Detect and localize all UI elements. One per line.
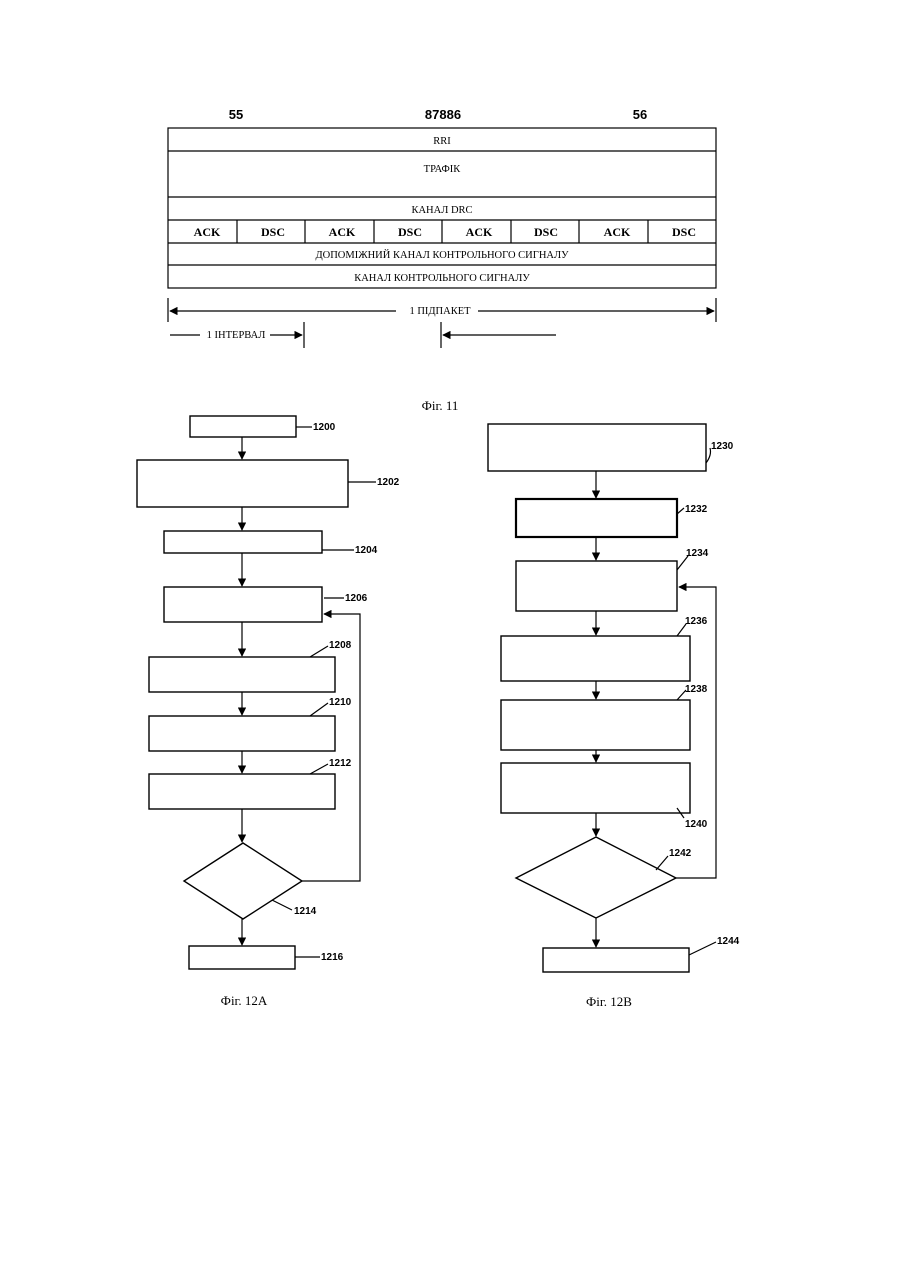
row-aux-pilot-label: ДОПОМІЖНИЙ КАНАЛ КОНТРОЛЬНОГО СИГНАЛУ — [315, 249, 569, 261]
ref-1244: 1244 — [717, 936, 740, 947]
ref-1214: 1214 — [294, 906, 317, 917]
cell-dsc: DSC — [398, 225, 422, 239]
subpacket-label: 1 ПІДПАКЕТ — [409, 306, 471, 317]
step-1234-box — [516, 561, 677, 611]
step-1244-box — [543, 948, 689, 972]
cell-dsc: DSC — [672, 225, 696, 239]
step-1202-box — [137, 460, 348, 507]
interval-label: 1 ІНТЕРВАЛ — [207, 330, 266, 341]
ref-1212: 1212 — [329, 758, 352, 769]
step-1210-box — [149, 716, 335, 751]
step-1206-box — [164, 587, 322, 622]
ref-1238: 1238 — [685, 684, 708, 695]
step-1216-box — [189, 946, 295, 969]
step-1232-box — [516, 499, 677, 537]
ref-1236: 1236 — [685, 616, 708, 627]
interval-dimension: 1 ІНТЕРВАЛ — [170, 322, 556, 348]
step-1240-box — [501, 763, 690, 813]
ref-1232: 1232 — [685, 504, 708, 515]
step-1212-box — [149, 774, 335, 809]
cell-ack: ACK — [604, 225, 631, 239]
decision-1242-diamond — [516, 837, 676, 918]
ref-1200: 1200 — [313, 422, 336, 433]
fig11-caption: Фіг. 11 — [422, 398, 459, 413]
step-1204-box — [164, 531, 322, 553]
ref-1206: 1206 — [345, 593, 368, 604]
fig12a-caption: Фіг. 12А — [221, 993, 268, 1008]
header-number-center: 87886 — [425, 107, 461, 122]
ref-1208: 1208 — [329, 640, 352, 651]
cell-dsc: DSC — [534, 225, 558, 239]
ref-1216: 1216 — [321, 952, 344, 963]
row-traffic-label: ТРАФІК — [424, 164, 462, 175]
row-rri-label: RRI — [433, 136, 451, 147]
decision-1214-diamond — [184, 843, 302, 919]
row-drc-label: КАНАЛ DRC — [411, 205, 472, 216]
header-number-left: 55 — [229, 107, 243, 122]
step-1200-box — [190, 416, 296, 437]
cell-dsc: DSC — [261, 225, 285, 239]
cell-ack: ACK — [194, 225, 221, 239]
ref-1230: 1230 — [711, 441, 734, 452]
header-number-right: 56 — [633, 107, 647, 122]
step-1208-box — [149, 657, 335, 692]
fig12a-flowchart: 1200 1202 1204 1206 1208 1210 1212 1214 … — [137, 416, 400, 969]
step-1230-box — [488, 424, 706, 471]
ref-1234: 1234 — [686, 548, 709, 559]
fig12b-flowchart: 1230 1232 1234 1236 1238 1240 1242 1244 — [488, 424, 740, 972]
fig11-channel-table: RRI ТРАФІК КАНАЛ DRC ACK DSC ACK DSC ACK… — [168, 128, 716, 288]
ref-1240: 1240 — [685, 819, 708, 830]
step-1236-box — [501, 636, 690, 681]
ref-1242: 1242 — [669, 848, 692, 859]
subpacket-dimension: 1 ПІДПАКЕТ — [168, 298, 716, 322]
row-pilot-label: КАНАЛ КОНТРОЛЬНОГО СИГНАЛУ — [354, 273, 530, 284]
ref-1204: 1204 — [355, 545, 378, 556]
step-1238-box — [501, 700, 690, 750]
ref-1202: 1202 — [377, 477, 400, 488]
ref-1210: 1210 — [329, 697, 352, 708]
cell-ack: ACK — [329, 225, 356, 239]
fig12b-caption: Фіг. 12В — [586, 994, 632, 1009]
cell-ack: ACK — [466, 225, 493, 239]
